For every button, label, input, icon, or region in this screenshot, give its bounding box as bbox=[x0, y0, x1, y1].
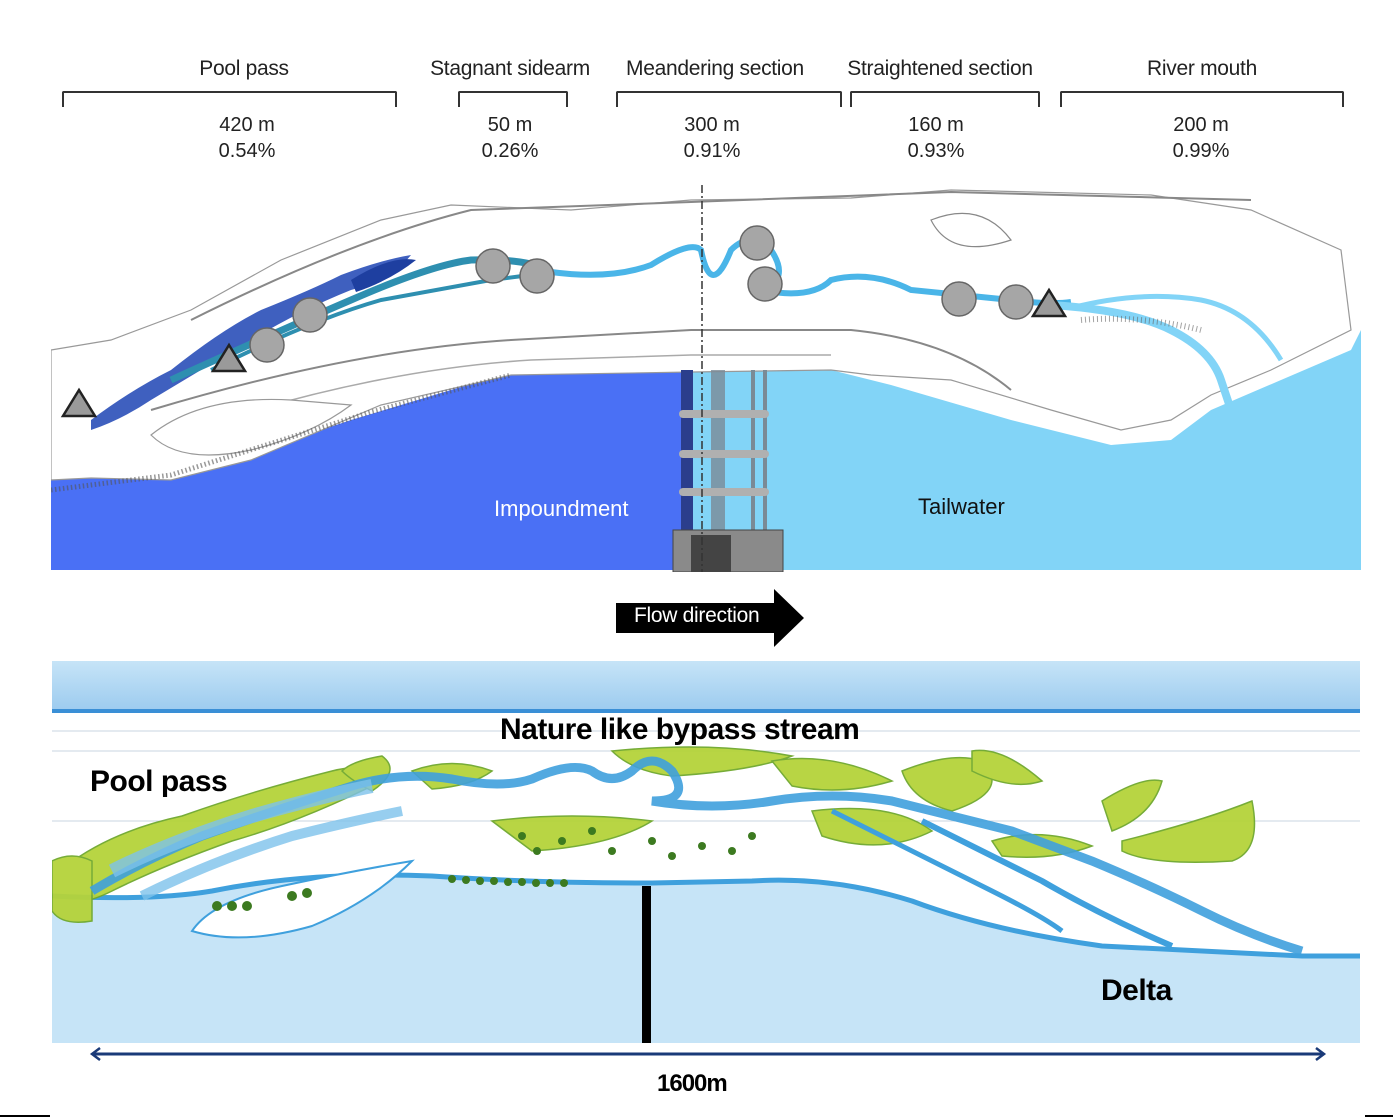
corner-mark bbox=[0, 1115, 50, 1117]
section-slope: 0.26% bbox=[481, 140, 539, 162]
upper-water-band bbox=[52, 661, 1360, 711]
section-length: 200 m bbox=[1173, 114, 1229, 136]
dam-pier bbox=[763, 370, 767, 570]
river-mouth-channel bbox=[1070, 293, 1284, 362]
section-stats-meandering: 300 m 0.91% bbox=[684, 112, 741, 164]
powerhouse-core bbox=[691, 535, 731, 572]
dam-pier bbox=[711, 370, 725, 570]
section-bracket-straightened bbox=[850, 91, 1040, 107]
lower-water bbox=[52, 875, 1360, 1043]
section-bracket-river-mouth bbox=[1060, 91, 1344, 107]
pool-pass-channels bbox=[139, 806, 403, 901]
section-title-straightened: Straightened section bbox=[847, 57, 1033, 80]
upper-bank-line bbox=[52, 709, 1360, 713]
embankment bbox=[51, 372, 512, 493]
trees bbox=[212, 827, 756, 911]
section-bracket-stagnant-sidearm bbox=[458, 91, 568, 107]
sampling-site-circle-icon bbox=[475, 248, 511, 284]
dam-axis-marker bbox=[642, 886, 651, 1043]
pool-pass-label: Pool pass bbox=[90, 765, 228, 798]
corner-mark bbox=[1365, 1115, 1393, 1117]
bypass-channel-branch bbox=[830, 808, 1064, 934]
pool-pass-pool bbox=[351, 259, 416, 292]
dam-gate bbox=[679, 488, 769, 496]
impoundment-lower bbox=[51, 470, 691, 570]
road bbox=[190, 190, 1252, 321]
dam-pier bbox=[681, 370, 693, 570]
dam-island bbox=[190, 859, 415, 939]
flow-direction-label: Flow direction bbox=[634, 604, 760, 627]
impoundment-label: Impoundment bbox=[494, 496, 629, 521]
section-length: 300 m bbox=[684, 114, 740, 136]
sampling-circles bbox=[249, 225, 1034, 363]
lower-water-edge bbox=[52, 872, 1360, 959]
scale-bar-left-arrow-icon bbox=[89, 1047, 101, 1061]
sampling-site-triangle-icon bbox=[60, 387, 98, 418]
bottom-illustrated-plan bbox=[52, 661, 1360, 1043]
tailwater-label: Tailwater bbox=[918, 494, 1005, 519]
scale-bar bbox=[89, 1047, 1327, 1061]
scale-bar-right-arrow-icon bbox=[1315, 1047, 1327, 1061]
sampling-triangles bbox=[60, 287, 1068, 418]
pool-pass-channels bbox=[108, 779, 374, 878]
section-length: 160 m bbox=[908, 114, 964, 136]
sampling-site-circle-icon bbox=[747, 266, 783, 302]
flow-direction-arrow-icon: Flow direction bbox=[616, 589, 806, 647]
dam-pier bbox=[751, 370, 755, 570]
sampling-site-triangle-icon bbox=[210, 342, 248, 373]
land-left-bank bbox=[51, 189, 1352, 481]
section-bracket-meandering bbox=[616, 91, 842, 107]
slope-hatching bbox=[1080, 315, 1202, 333]
dam-gate bbox=[679, 450, 769, 458]
section-bracket-pool-pass bbox=[62, 91, 397, 107]
section-title-meandering: Meandering section bbox=[626, 57, 804, 80]
scale-bar-label: 1600m bbox=[657, 1070, 728, 1097]
bypass-stream-title: Nature like bypass stream bbox=[500, 713, 860, 746]
section-title-river-mouth: River mouth bbox=[1147, 57, 1257, 80]
section-slope: 0.91% bbox=[683, 140, 741, 162]
sampling-site-circle-icon bbox=[292, 297, 328, 333]
section-title-stagnant-sidearm: Stagnant sidearm bbox=[430, 57, 590, 80]
sampling-site-circle-icon bbox=[739, 225, 775, 261]
section-stats-pool-pass: 420 m 0.54% bbox=[219, 112, 276, 164]
section-slope: 0.99% bbox=[1172, 140, 1230, 162]
top-site-plan bbox=[51, 185, 1361, 572]
pool-pass-channel bbox=[91, 255, 411, 430]
section-stats-stagnant-sidearm: 50 m 0.26% bbox=[482, 112, 539, 164]
bypass-channel-branch bbox=[920, 818, 1174, 949]
dam-island bbox=[150, 398, 353, 456]
section-slope: 0.93% bbox=[907, 140, 965, 162]
section-length: 420 m bbox=[219, 114, 275, 136]
section-slope: 0.54% bbox=[218, 140, 276, 162]
tailwater-water bbox=[691, 330, 1361, 570]
road bbox=[150, 329, 1012, 411]
section-title-pool-pass: Pool pass bbox=[199, 57, 289, 80]
river-mouth-channel bbox=[1050, 301, 1245, 442]
slope-hatching bbox=[930, 212, 1012, 248]
sampling-site-circle-icon bbox=[519, 258, 555, 294]
section-stats-river-mouth: 200 m 0.99% bbox=[1173, 112, 1230, 164]
sampling-site-triangle-icon bbox=[1030, 287, 1068, 318]
section-length: 50 m bbox=[487, 114, 533, 136]
sampling-site-circle-icon bbox=[249, 327, 285, 363]
sampling-site-circle-icon bbox=[998, 284, 1034, 320]
delta-label: Delta bbox=[1101, 974, 1172, 1007]
dam-gate bbox=[679, 410, 769, 418]
sampling-site-circle-icon bbox=[941, 281, 977, 317]
section-stats-straightened: 160 m 0.93% bbox=[908, 112, 965, 164]
